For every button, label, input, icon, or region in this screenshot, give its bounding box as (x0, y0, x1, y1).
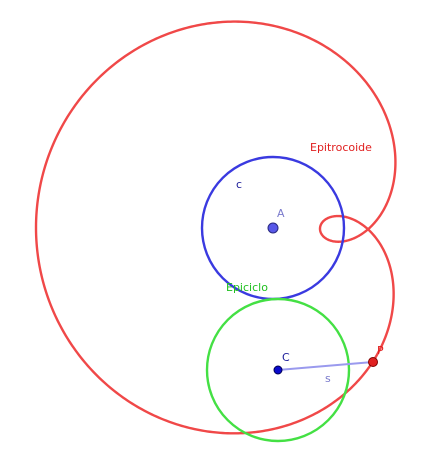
point-c[interactable] (273, 365, 283, 375)
epitrochoid-curve[interactable] (34, 20, 397, 435)
epicycle-circle[interactable] (205, 297, 351, 443)
segment-s-label: s (325, 372, 331, 385)
point-a-label: A (277, 207, 285, 220)
point-p-label: P (377, 344, 384, 357)
epicycle-label: Epiciclo (226, 281, 268, 294)
point-p[interactable] (368, 357, 378, 367)
curve-label: Epitrocoide (310, 141, 372, 154)
point-c-label: C (282, 351, 290, 364)
segment-s[interactable] (277, 361, 374, 371)
fixed-circle-label: c (236, 178, 242, 191)
point-a[interactable] (267, 222, 279, 234)
